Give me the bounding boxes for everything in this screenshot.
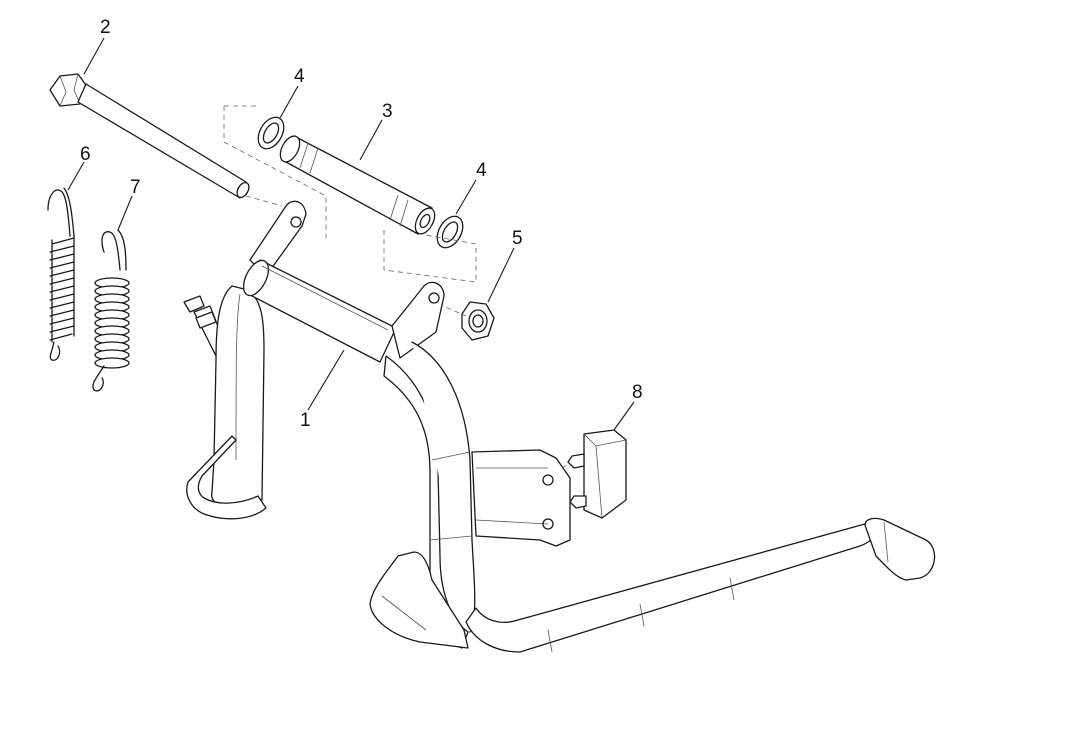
callout-5: 5 bbox=[512, 228, 523, 249]
leader-lines bbox=[67, 37, 635, 431]
callout-4-lower: 4 bbox=[476, 160, 487, 181]
part-stand-frame bbox=[186, 200, 936, 653]
callout-7: 7 bbox=[130, 177, 141, 198]
part-bolt bbox=[49, 73, 250, 199]
part-spring-small bbox=[47, 187, 75, 361]
part-rubber-stop bbox=[567, 429, 627, 519]
callout-1: 1 bbox=[300, 410, 311, 431]
callout-4-upper: 4 bbox=[294, 66, 305, 87]
part-nut bbox=[461, 301, 495, 341]
callout-8: 8 bbox=[632, 382, 643, 403]
callout-3: 3 bbox=[382, 101, 393, 122]
part-washer-lower bbox=[436, 215, 464, 249]
callout-6: 6 bbox=[80, 144, 91, 165]
callout-labels: 2 4 3 4 5 6 7 8 1 bbox=[80, 17, 643, 431]
part-washer-upper bbox=[257, 116, 285, 150]
assembly-guides bbox=[223, 105, 583, 469]
part-bushing-tube bbox=[279, 135, 436, 235]
part-spring-large bbox=[92, 229, 130, 392]
callout-2: 2 bbox=[100, 17, 111, 38]
